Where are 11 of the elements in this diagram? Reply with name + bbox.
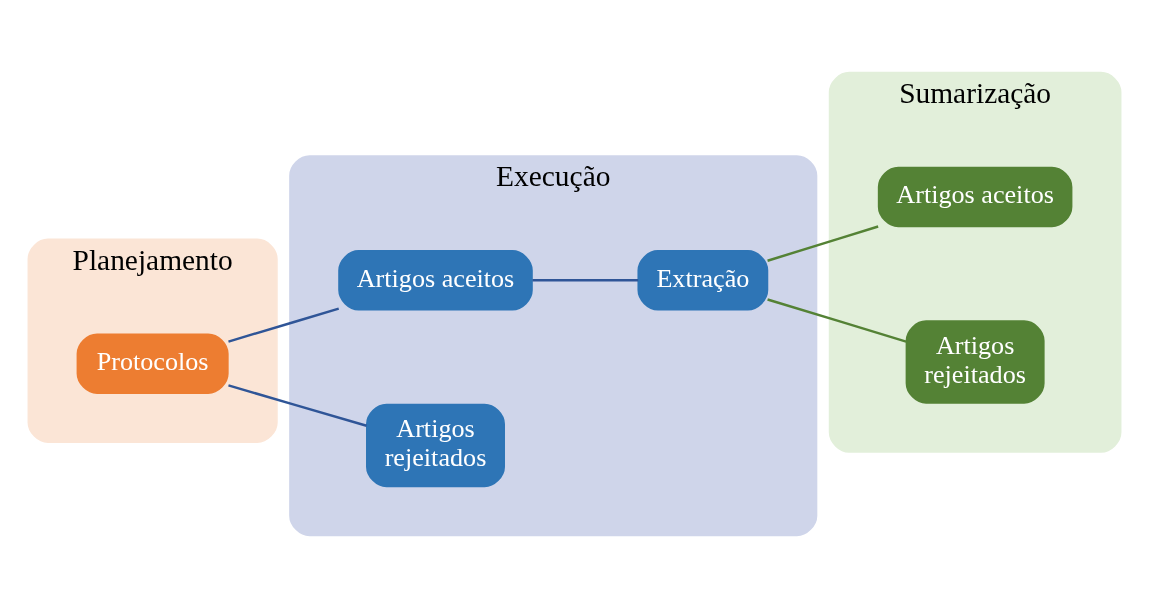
node-box: Artigos aceitos [877,166,1073,227]
connector [767,297,907,343]
connector [532,278,639,281]
connector [228,383,367,427]
node-box: Artigos aceitos [338,249,533,311]
node-box: Artigos rejeitados [366,403,505,487]
connector [228,307,340,343]
node-box: Artigos rejeitados [905,319,1045,404]
connector [767,224,879,262]
node-box: Extração [637,249,769,311]
node-box: Protocolos [76,332,229,394]
